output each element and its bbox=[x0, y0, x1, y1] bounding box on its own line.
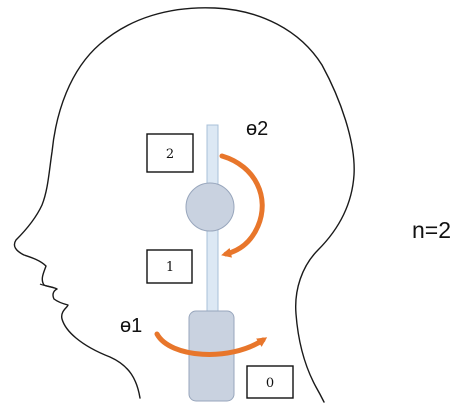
label-2-text: 2 bbox=[166, 147, 174, 162]
label-1-text: 1 bbox=[166, 260, 174, 275]
theta1-arrow bbox=[154, 331, 268, 357]
label-box-2: 2 bbox=[146, 133, 194, 173]
label-box-1: 1 bbox=[146, 249, 193, 284]
theta2-label: ɵ2 bbox=[246, 118, 268, 140]
head-outline bbox=[13, 7, 355, 403]
n-count-label: n=2 bbox=[412, 217, 451, 243]
label-box-0: 0 bbox=[246, 365, 294, 399]
theta1-label: ɵ1 bbox=[120, 315, 142, 337]
lip-line bbox=[39, 283, 55, 289]
label-0-text: 0 bbox=[266, 376, 274, 391]
middle-joint bbox=[185, 182, 235, 232]
theta2-arrow bbox=[219, 153, 265, 258]
